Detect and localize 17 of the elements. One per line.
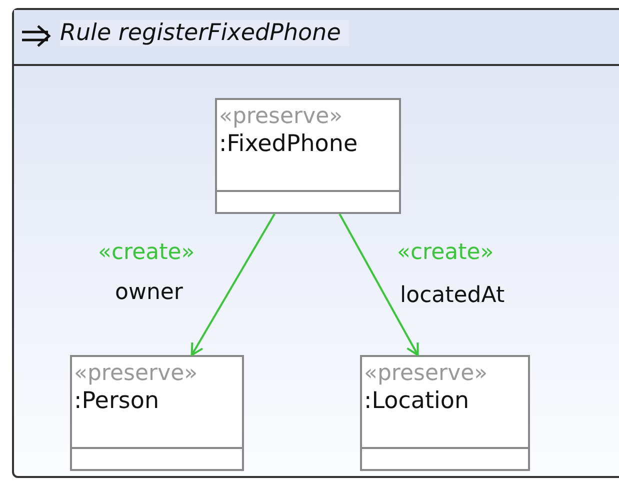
class-box <box>70 355 244 471</box>
arrow <box>190 214 276 356</box>
class-name: :Location <box>363 387 470 414</box>
class-name: :FixedPhone <box>218 130 359 157</box>
class-name: :Person <box>73 387 160 414</box>
edge-label: locatedAt <box>400 283 505 308</box>
stereotype-text: «preserve» <box>73 360 199 386</box>
rule-title: Rule registerFixedPhone <box>60 20 349 46</box>
stereotype-label: «create» <box>98 240 195 265</box>
arrow <box>338 214 419 356</box>
stereotype-text: «preserve» <box>218 103 344 129</box>
stereotype-label: «create» <box>397 240 494 265</box>
class-box <box>215 98 401 214</box>
edge-label: owner <box>115 280 183 305</box>
rule-frame <box>12 8 619 478</box>
stereotype-text: «preserve» <box>363 360 489 386</box>
class-box <box>360 355 530 471</box>
